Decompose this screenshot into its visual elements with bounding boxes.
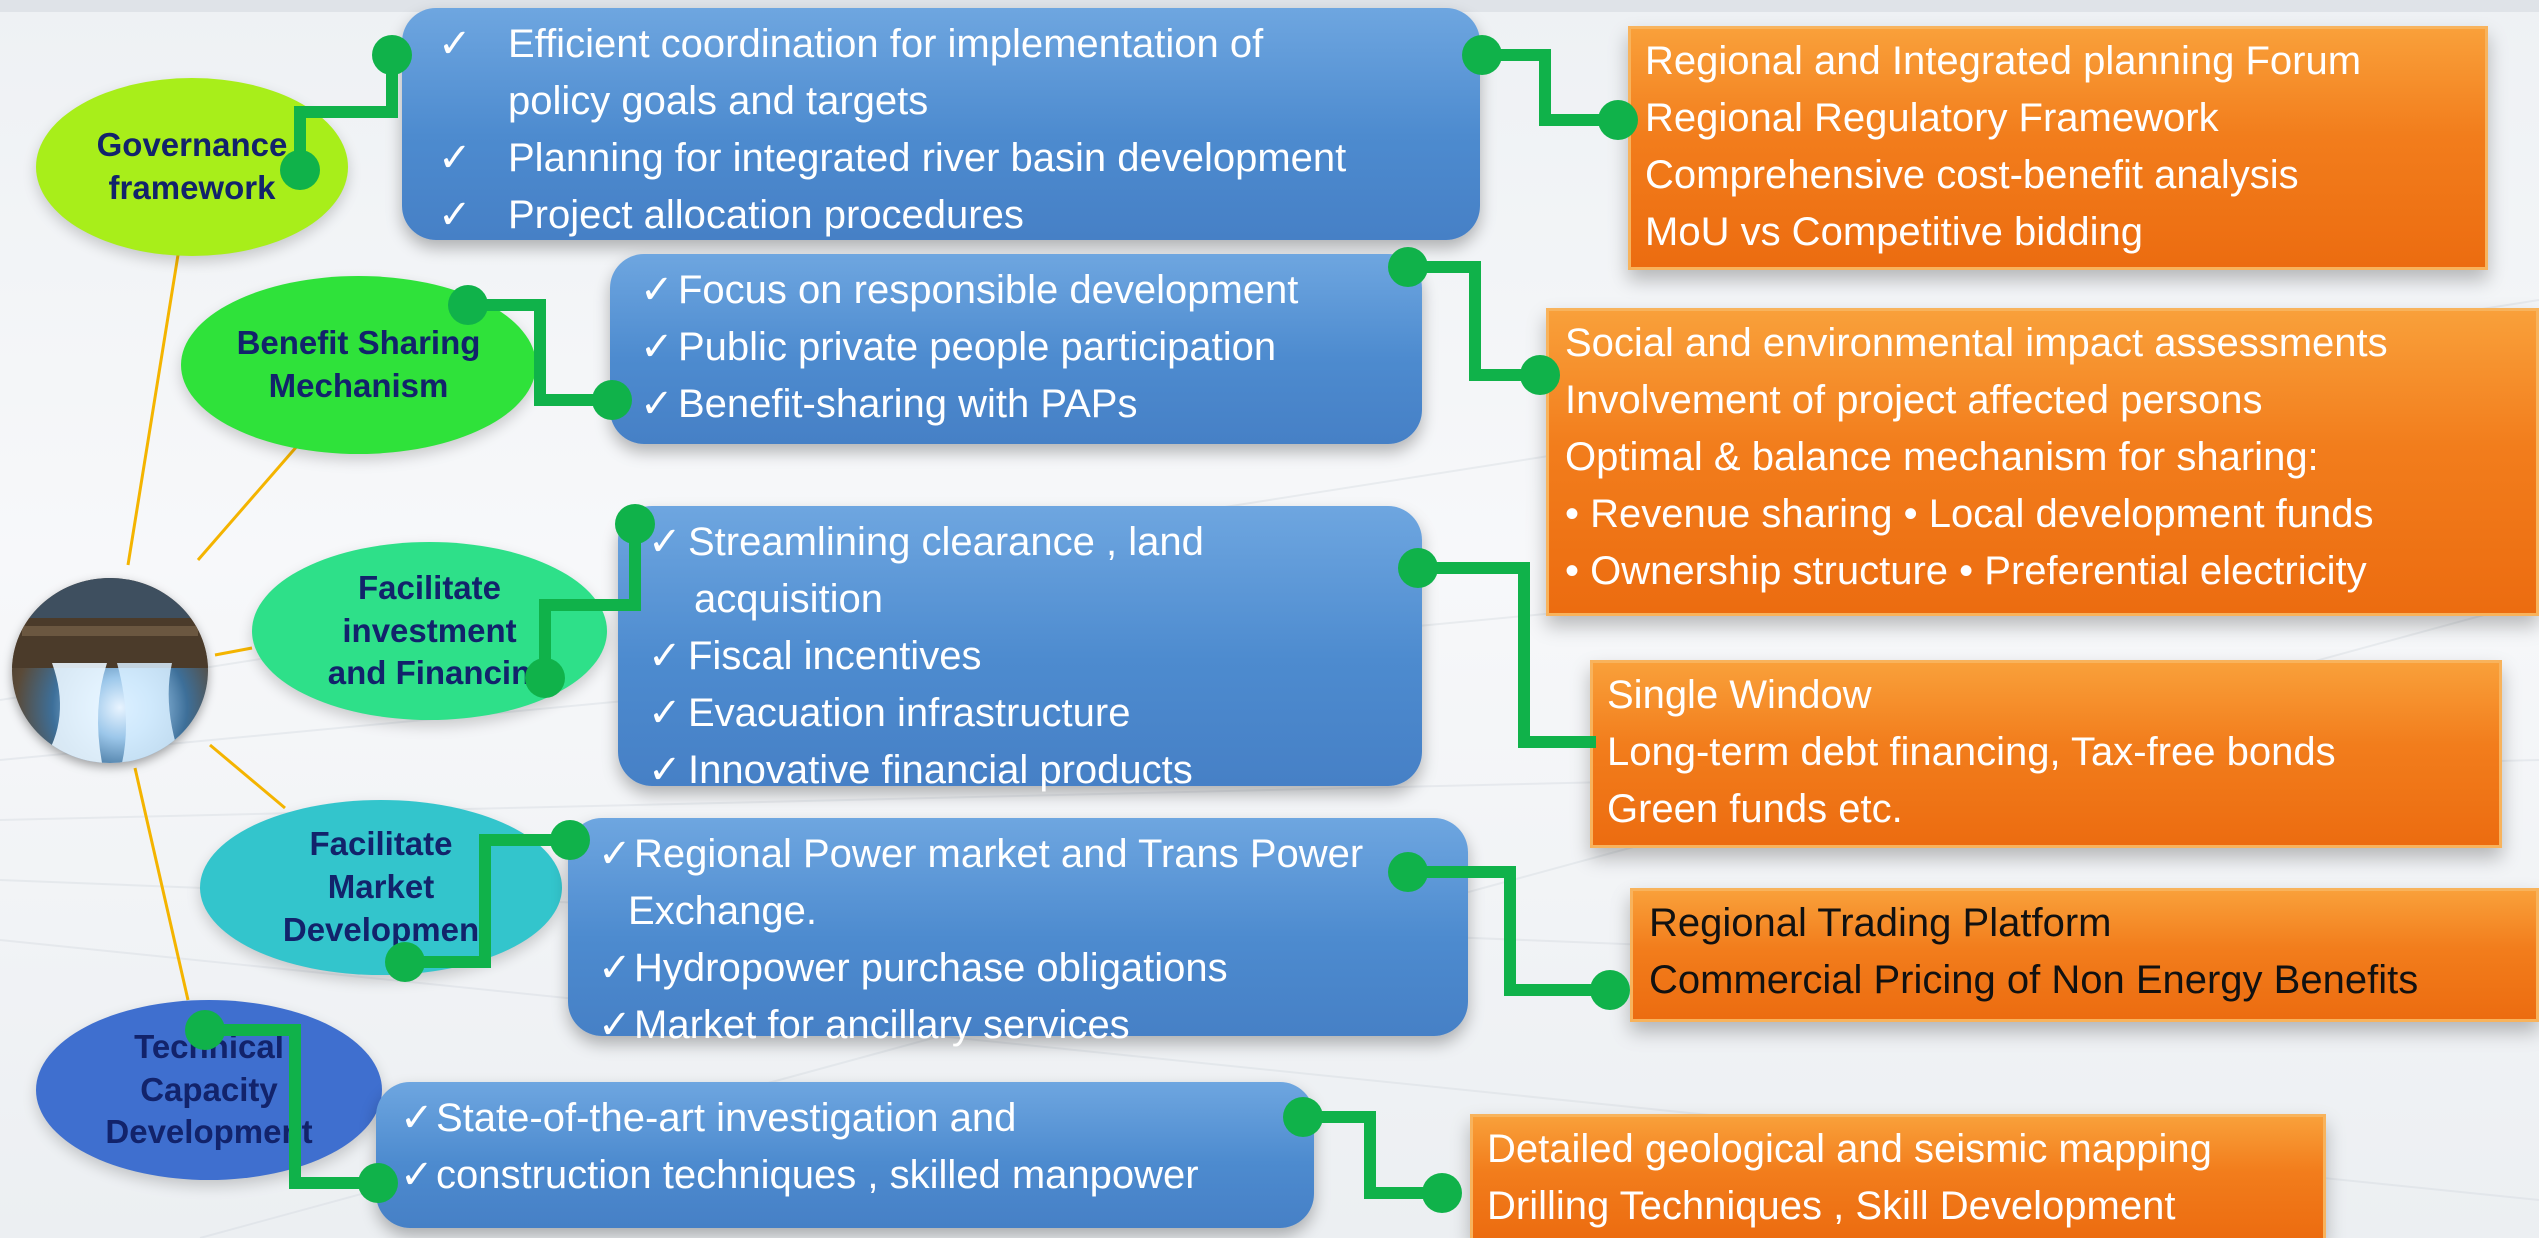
pillar-label-line: Benefit Sharing (236, 324, 481, 362)
pillar-label-line: and Financin (327, 654, 532, 692)
measure-line: ✓Planning for integrated river basin dev… (438, 130, 1480, 187)
pillar-label-line: Developmen (282, 910, 480, 948)
measure-line: ✓Streamlining clearance , land (648, 514, 1422, 571)
outcome-line: Drilling Techniques , Skill Development (1487, 1184, 2176, 1228)
check-icon: ✓ (438, 136, 472, 180)
measure-line: ✓Market for ancillary services (598, 997, 1468, 1054)
check-icon: ✓ (640, 268, 674, 312)
measure-line: ✓State-of-the-art investigation and (400, 1090, 1314, 1147)
pillar-label-line: Technical (134, 1027, 284, 1065)
measure-line: ✓construction techniques , skilled manpo… (400, 1147, 1314, 1204)
check-icon: ✓ (438, 193, 472, 237)
pillar-label-line: investment (342, 611, 517, 649)
outcome-box-investment: Single Window Long-term debt financing, … (1590, 660, 2502, 848)
outcome-line: Regional and Integrated planning Forum (1645, 39, 2362, 83)
outcome-line: Social and environmental impact assessme… (1565, 321, 2388, 365)
pillar-facilitate-investment: Facilitate investment and Financin (252, 542, 607, 720)
outcome-line: Involvement of project affected persons (1565, 378, 2263, 422)
pillar-label-line: Mechanism (268, 367, 449, 404)
measure-line: ✓Regional Power market and Trans Power (598, 826, 1468, 883)
measure-line: policy goals and targets (508, 79, 929, 123)
measure-line: ✓Project allocation procedures (438, 187, 1480, 244)
measure-box-technical: ✓State-of-the-art investigation and ✓con… (376, 1082, 1314, 1228)
measure-box-benefit-sharing: ✓Focus on responsible development ✓Publi… (610, 254, 1422, 444)
pillar-label-line: Development (105, 1113, 313, 1151)
outcome-line: Commercial Pricing of Non Energy Benefit… (1649, 958, 2419, 1002)
measure-line: ✓Innovative financial products (648, 742, 1422, 799)
check-icon: ✓ (400, 1096, 434, 1140)
pillar-label-line: Facilitate (309, 825, 453, 863)
pillar-label-line: Facilitate (357, 568, 502, 606)
check-icon: ✓ (648, 691, 682, 735)
check-icon: ✓ (648, 634, 682, 678)
measure-line: Exchange. (628, 889, 818, 933)
measure-line: ✓Fiscal incentives (648, 628, 1422, 685)
pillar-label-line: Governance (96, 126, 288, 164)
outcome-line: Regional Regulatory Framework (1645, 96, 2219, 140)
measure-line: ✓Focus on responsible development (640, 262, 1422, 319)
outcome-line: Comprehensive cost-benefit analysis (1645, 153, 2299, 197)
pillar-label-line: Market (327, 868, 435, 906)
outcome-line: Detailed geological and seismic mapping (1487, 1127, 2212, 1171)
pillar-label-line: Capacity (140, 1070, 278, 1108)
measure-line: ✓Benefit-sharing with PAPs (640, 376, 1422, 433)
check-icon: ✓ (640, 325, 674, 369)
check-icon: ✓ (438, 22, 472, 66)
check-icon: ✓ (648, 520, 682, 564)
outcome-box-market: Regional Trading Platform Commercial Pri… (1630, 888, 2539, 1022)
measure-line: ✓Hydropower purchase obligations (598, 940, 1468, 997)
outcome-line: Long-term debt financing, Tax-free bonds (1607, 730, 2336, 774)
outcome-line: • Ownership structure • Preferential ele… (1565, 549, 2367, 593)
measure-line: ✓Efficient coordination for implementati… (438, 16, 1480, 73)
measure-line: ✓Public private people participation (640, 319, 1422, 376)
outcome-box-technical: Detailed geological and seismic mapping … (1470, 1114, 2326, 1238)
outcome-line: Single Window (1607, 673, 1872, 717)
measure-box-market: ✓Regional Power market and Trans Power E… (568, 818, 1468, 1047)
measure-box-investment: ✓Streamlining clearance , land acquisiti… (618, 506, 1422, 792)
measure-line: acquisition (694, 577, 884, 621)
outcome-box-governance: Regional and Integrated planning Forum R… (1628, 26, 2488, 270)
outcome-line: Green funds etc. (1607, 787, 1903, 831)
measure-line: ✓Evacuation infrastructure (648, 685, 1422, 742)
check-icon: ✓ (640, 382, 674, 426)
outcome-line: • Revenue sharing • Local development fu… (1565, 492, 2374, 536)
check-icon: ✓ (598, 946, 632, 990)
hydropower-dam-photo (12, 578, 208, 763)
pillar-governance-framework: Governance framework (36, 78, 348, 256)
pillar-label-line: framework (108, 169, 276, 206)
measure-box-governance: ✓Efficient coordination for implementati… (402, 8, 1480, 240)
outcome-line: Optimal & balance mechanism for sharing: (1565, 435, 2319, 479)
outcome-line: MoU vs Competitive bidding (1645, 210, 2143, 254)
check-icon: ✓ (598, 832, 632, 876)
check-icon: ✓ (400, 1153, 434, 1197)
check-icon: ✓ (648, 748, 682, 792)
outcome-line: Regional Trading Platform (1649, 901, 2112, 945)
check-icon: ✓ (598, 1003, 632, 1047)
outcome-box-benefit-sharing: Social and environmental impact assessme… (1546, 308, 2539, 616)
